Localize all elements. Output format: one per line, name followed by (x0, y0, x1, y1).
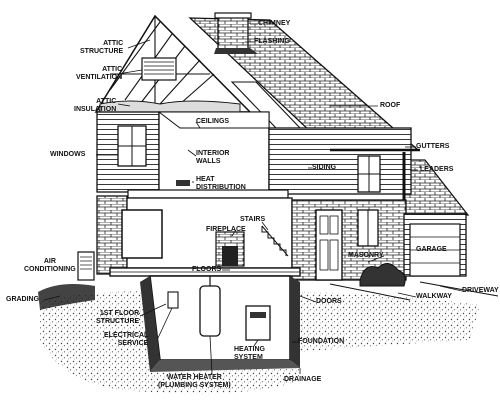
label-attic-structure: ATTIC STRUCTURE (80, 40, 123, 56)
label-doors: DOORS (316, 298, 342, 306)
water-heater (200, 286, 220, 336)
label-siding: SIDING (312, 164, 336, 172)
electrical-panel (168, 292, 178, 308)
label-interior-walls: INTERIOR WALLS (196, 150, 229, 166)
label-chimney: CHIMNEY (258, 20, 290, 28)
label-ceilings: CEILINGS (196, 118, 229, 126)
label-grading: GRADING (6, 296, 39, 304)
label-windows: WINDOWS (50, 151, 85, 159)
label-leaders: LEADERS (420, 166, 453, 174)
furnace (246, 306, 270, 340)
label-walkway: WALKWAY (416, 293, 452, 301)
label-flashing: FLASHING (254, 38, 290, 46)
label-gutters: GUTTERS (416, 143, 449, 151)
upper-wall-right (269, 128, 411, 194)
lower-window-left (122, 210, 162, 258)
label-attic-ventilation: ATTIC VENTILATION (76, 66, 122, 82)
attic-insulation (100, 101, 240, 112)
label-heat-distribution: HEAT DISTRIBUTION (196, 176, 246, 192)
ac-unit (78, 252, 94, 280)
label-masonry: MASONRY (348, 252, 384, 260)
label-attic-insulation: ATTIC INSULATION (74, 98, 116, 114)
label-roof: ROOF (380, 102, 400, 110)
label-driveway: DRIVEWAY (462, 287, 499, 295)
label-drainage: DRAINAGE (284, 376, 321, 384)
heat-register (176, 180, 190, 186)
attic-vent (142, 58, 176, 80)
label-heating-system: HEATING SYSTEM (234, 346, 265, 362)
label-first-floor-structure: 1ST FLOOR STRUCTURE (96, 310, 139, 326)
label-floors: FLOORS (192, 266, 221, 274)
label-water-heater: WATER HEATER (PLUMBING SYSTEM) (158, 374, 231, 390)
label-electrical-service: ELECTRICAL SERVICE (104, 332, 148, 348)
label-fireplace: FIREPLACE (206, 226, 246, 234)
chimney (218, 16, 248, 52)
label-garage: GARAGE (416, 246, 447, 254)
label-stairs: STAIRS (240, 216, 265, 224)
label-air-conditioning: AIR CONDITIONING (24, 258, 76, 274)
label-foundation: FOUNDATION (298, 338, 344, 346)
